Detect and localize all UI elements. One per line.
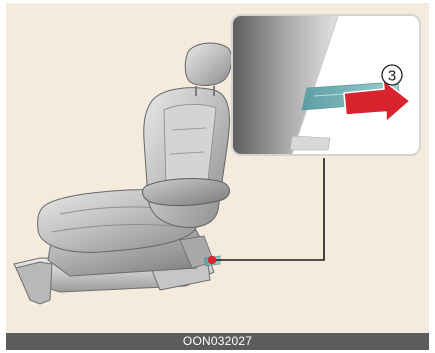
seat-armrest <box>143 179 230 206</box>
step-number: 3 <box>388 68 396 85</box>
seat-illustration <box>14 43 232 304</box>
callout-dot-icon <box>208 256 216 264</box>
callout-zoom-box: 3 <box>232 15 420 155</box>
seat-rail-front <box>16 262 52 304</box>
figure-code: OON032027 <box>183 334 252 348</box>
figure-code-bar: OON032027 <box>6 333 429 350</box>
callout-leader-line <box>213 158 324 260</box>
seat-headrest <box>185 43 231 85</box>
